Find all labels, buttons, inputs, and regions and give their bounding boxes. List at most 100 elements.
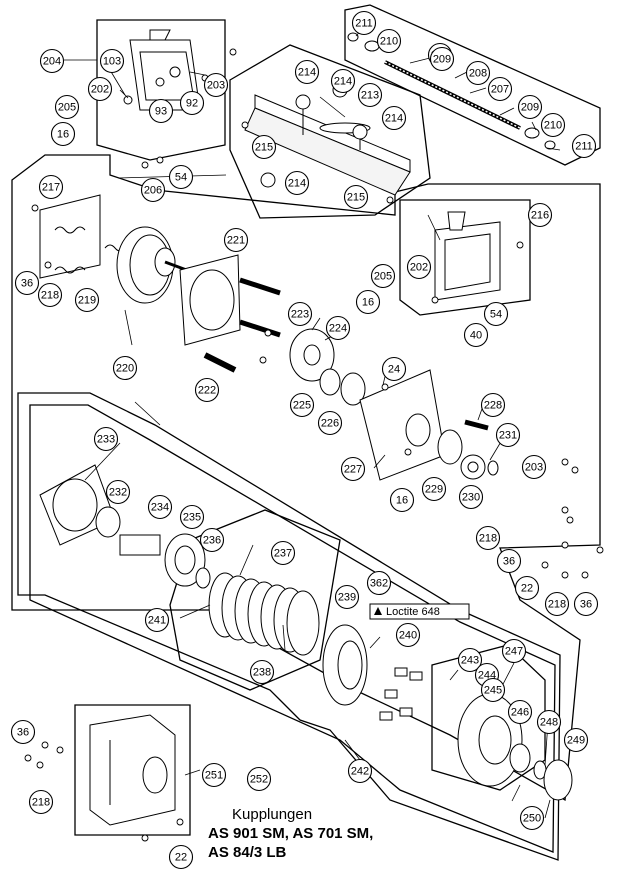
callout-216: 216 — [527, 202, 553, 228]
callout-203: 203 — [521, 454, 547, 480]
callout-214: 214 — [284, 170, 310, 196]
callout-circle — [14, 270, 40, 296]
callout-362: 362 — [366, 570, 392, 596]
callout-number: 249 — [567, 735, 585, 747]
bracket-lug — [149, 29, 171, 41]
callout-circle — [148, 98, 174, 124]
callout-number: 93 — [155, 106, 167, 118]
spindle-end-cap — [524, 127, 540, 139]
callout-number: 229 — [425, 484, 443, 496]
callout-225: 225 — [289, 392, 315, 418]
callout-22: 22 — [514, 575, 540, 601]
callout-circle — [475, 525, 501, 551]
outline-crossbar — [229, 44, 431, 219]
callout-number: 209 — [521, 102, 539, 114]
callout-circle — [289, 392, 315, 418]
callout-215: 215 — [343, 184, 369, 210]
callout-number: 36 — [503, 556, 515, 568]
callout-circle — [395, 622, 421, 648]
callout-circle — [168, 844, 194, 870]
callout-number: 218 — [479, 533, 497, 545]
callout-number: 36 — [17, 727, 29, 739]
callout-number: 248 — [540, 717, 558, 729]
callout-number: 203 — [525, 462, 543, 474]
callout-226: 226 — [317, 410, 343, 436]
callout-210: 210 — [540, 112, 566, 138]
callout-number: 223 — [291, 309, 309, 321]
callout-circle — [93, 426, 119, 452]
callout-number: 36 — [580, 599, 592, 611]
caption-models-line2: AS 84/3 LB — [208, 844, 287, 861]
callout-251: 251 — [201, 762, 227, 788]
callout-number: 22 — [521, 583, 533, 595]
callout-number: 235 — [183, 512, 201, 524]
callout-218: 218 — [28, 789, 54, 815]
middle-assembly — [289, 328, 499, 481]
callout-number: 243 — [461, 655, 479, 667]
callout-circle — [317, 410, 343, 436]
callout-214: 214 — [381, 105, 407, 131]
bracket-lug — [447, 211, 466, 231]
callout-number: 211 — [355, 18, 373, 30]
callout-circle — [421, 476, 447, 502]
stud-bolt — [239, 319, 281, 338]
callout-number: 202 — [410, 262, 428, 274]
callout-214: 214 — [330, 68, 356, 94]
callout-248: 248 — [536, 709, 562, 735]
callout-number: 247 — [505, 646, 523, 658]
callout-54: 54 — [168, 164, 194, 190]
callout-252: 252 — [246, 766, 272, 792]
callout-circle — [199, 527, 225, 553]
callout-number: 206 — [144, 185, 162, 197]
callout-215: 215 — [251, 134, 277, 160]
callout-circle — [340, 456, 366, 482]
callout-223: 223 — [287, 301, 313, 327]
callout-number: 218 — [32, 797, 50, 809]
callout-208: 208 — [465, 60, 491, 86]
callout-214: 214 — [294, 59, 320, 85]
callout-231: 231 — [495, 422, 521, 448]
brake-assembly — [39, 194, 281, 373]
callout-92: 92 — [179, 90, 205, 116]
callout-224: 224 — [325, 315, 351, 341]
callout-209: 209 — [429, 46, 455, 72]
callout-number: 202 — [91, 84, 109, 96]
callout-232: 232 — [105, 479, 131, 505]
callout-circle — [112, 355, 138, 381]
callout-circle — [50, 121, 76, 147]
housing-body — [89, 714, 176, 826]
callout-247: 247 — [501, 638, 527, 664]
shaft-seal — [340, 372, 366, 406]
callout-16: 16 — [389, 487, 415, 513]
callout-number: 225 — [293, 400, 311, 412]
callout-circle — [249, 659, 275, 685]
gearbox-bore — [405, 413, 431, 447]
callout-235: 235 — [179, 504, 205, 530]
callout-218: 218 — [37, 282, 63, 308]
callout-210: 210 — [376, 28, 402, 54]
stud-bolt — [239, 277, 281, 296]
callout-circle — [429, 46, 455, 72]
callout-circle — [381, 105, 407, 131]
callout-211: 211 — [351, 10, 377, 36]
callout-222: 222 — [194, 377, 220, 403]
callout-93: 93 — [148, 98, 174, 124]
callout-circle — [571, 133, 597, 159]
callout-227: 227 — [340, 456, 366, 482]
callout-202: 202 — [87, 76, 113, 102]
callout-number: 92 — [186, 98, 198, 110]
brake-plate — [39, 194, 101, 279]
callout-237: 237 — [270, 540, 296, 566]
callout-number: 205 — [374, 271, 392, 283]
callout-circle — [389, 487, 415, 513]
spindle-end-cap — [364, 40, 380, 52]
release-bearing — [509, 743, 531, 773]
callout-circle — [343, 184, 369, 210]
callout-circle — [28, 789, 54, 815]
loctite-note: Loctite 648 — [369, 603, 470, 620]
callout-circle — [179, 90, 205, 116]
callout-circle — [406, 254, 432, 280]
callout-36: 36 — [10, 719, 36, 745]
callout-circle — [201, 762, 227, 788]
callout-circle — [140, 177, 166, 203]
